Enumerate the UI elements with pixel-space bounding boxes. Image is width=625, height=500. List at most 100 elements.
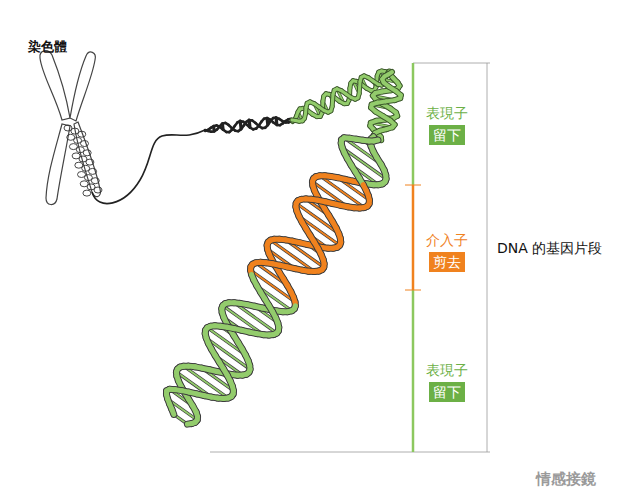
strand — [265, 125, 268, 128]
strand — [265, 125, 268, 128]
strand — [243, 122, 246, 125]
strand — [267, 118, 270, 120]
watermark: 情感接鏡 — [536, 470, 596, 489]
strand — [214, 125, 217, 127]
strand — [243, 122, 246, 125]
strand — [238, 129, 241, 131]
segment-name: 表現子 — [426, 104, 468, 122]
strand — [252, 120, 255, 123]
chromosome-label: 染色體 — [28, 38, 67, 56]
dna-thread — [92, 130, 205, 204]
strand — [244, 122, 247, 126]
strand — [225, 123, 228, 125]
strand — [223, 130, 226, 132]
label-box: 表現子留下 — [426, 361, 468, 402]
strand — [244, 122, 247, 126]
strand — [172, 409, 174, 414]
strand — [268, 121, 271, 125]
strand — [241, 126, 244, 130]
label-box: 介入子剪去 — [426, 231, 468, 272]
chromatin-coil — [64, 125, 102, 196]
strand — [229, 125, 232, 128]
strand — [280, 123, 283, 125]
strand — [268, 121, 271, 125]
strand — [208, 130, 211, 132]
tick — [405, 185, 421, 186]
strand — [172, 409, 174, 414]
strand — [279, 119, 282, 121]
strand — [235, 130, 238, 132]
strand — [249, 119, 252, 121]
double-helix — [166, 71, 400, 424]
strand — [252, 120, 255, 123]
strand — [237, 121, 240, 123]
strand — [226, 132, 229, 133]
strand — [217, 126, 220, 129]
base-pair — [256, 263, 288, 286]
strand — [247, 125, 250, 128]
base-pair — [323, 101, 328, 112]
strand — [235, 122, 238, 125]
strand — [214, 129, 217, 131]
strand — [220, 123, 223, 126]
strand — [261, 119, 264, 122]
segment-name: 表現子 — [426, 361, 468, 379]
strand — [270, 118, 273, 121]
strand — [235, 122, 238, 125]
strand — [240, 120, 243, 122]
strand — [232, 126, 235, 130]
strand — [246, 120, 249, 122]
strand — [273, 117, 276, 119]
intron-bar — [412, 185, 415, 290]
strand — [259, 126, 262, 128]
coiled-dna — [64, 125, 102, 196]
strand — [274, 123, 277, 125]
strand — [217, 126, 220, 129]
segment-label: DNA 的基因片段 — [497, 240, 602, 258]
gene-bracket — [487, 63, 488, 452]
strand — [229, 125, 232, 128]
base-pair — [168, 399, 198, 420]
strand — [229, 130, 232, 132]
base-pair — [338, 178, 370, 201]
action-tag: 留下 — [429, 382, 465, 402]
strand — [232, 128, 235, 131]
strand — [208, 128, 211, 130]
strand — [187, 420, 191, 428]
base-pair — [202, 368, 234, 391]
strand — [277, 125, 280, 126]
strand — [241, 126, 244, 130]
strand — [205, 130, 208, 132]
strand — [286, 122, 289, 123]
action-tag: 留下 — [429, 125, 465, 145]
base-pair — [223, 306, 264, 335]
segment-name: 介入子 — [426, 231, 468, 249]
strand — [187, 421, 191, 427]
strand — [211, 126, 214, 128]
strand — [220, 123, 223, 126]
strand — [211, 131, 214, 132]
exon-bar — [412, 290, 415, 452]
base-pair — [338, 178, 370, 201]
strand — [256, 123, 259, 126]
base-pair — [202, 368, 234, 391]
strand — [282, 121, 285, 122]
strand — [270, 118, 273, 121]
base-pair — [323, 101, 328, 112]
action-tag: 剪去 — [429, 252, 465, 272]
strand — [264, 117, 267, 119]
strand — [253, 128, 256, 130]
strand — [286, 119, 289, 121]
strand — [261, 119, 264, 122]
guide-line — [210, 452, 490, 453]
base-pair — [168, 399, 198, 420]
strand — [222, 122, 225, 123]
base-pair — [256, 263, 288, 286]
label-box: 表現子留下 — [426, 104, 468, 145]
strand — [276, 117, 279, 118]
guide-line — [413, 63, 490, 64]
strand — [262, 127, 265, 128]
base-pair — [223, 306, 264, 335]
strand — [232, 126, 235, 130]
strand — [232, 128, 235, 131]
